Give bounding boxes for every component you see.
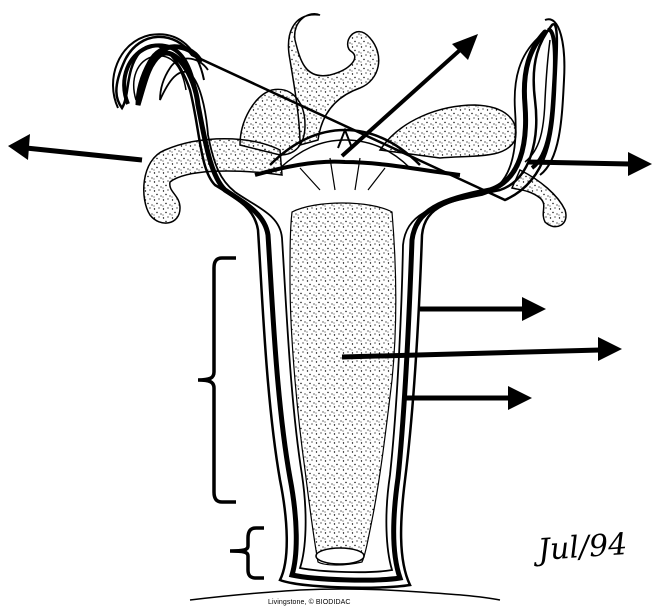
pointer-arrow-right-inner-wall	[403, 386, 532, 410]
brace-basal-disc	[230, 528, 264, 578]
credit-text: Livingstone, © BIODIDAC	[268, 599, 351, 606]
pointer-arrow-right-outer-wall	[420, 297, 546, 321]
pointer-arrow-left	[8, 134, 142, 160]
tentacle-stippled-far-right	[512, 170, 566, 227]
artist-signature: Jul/94	[537, 527, 628, 568]
basal-disc-cavity	[316, 548, 364, 564]
pointer-arrow-right-upper	[528, 152, 652, 176]
tentacle-stippled-right	[380, 105, 516, 158]
brace-body-column	[198, 258, 236, 502]
